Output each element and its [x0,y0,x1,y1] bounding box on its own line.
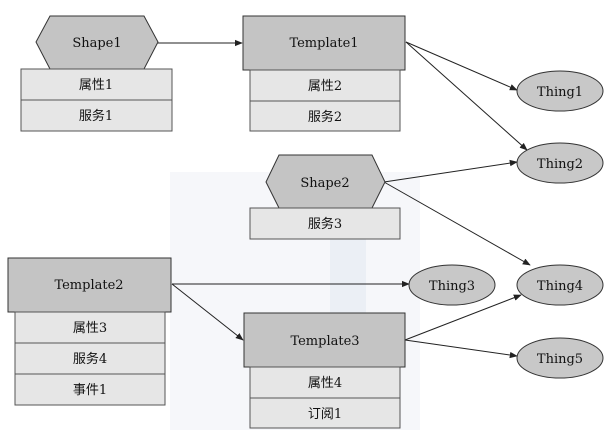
template1-row-1 [249,100,401,132]
thing5-ellipse [516,337,604,379]
thing3-ellipse [408,264,496,306]
template1-node[interactable]: Template1 属性2 服务2 [242,15,406,132]
template2-row-2 [14,373,166,406]
template3-row-0 [249,366,401,399]
template3-row-0-label: 属性4 [308,376,342,391]
shape2-label: Shape2 [300,176,349,191]
thing1-ellipse [516,70,604,112]
template2-row-0-label: 属性3 [73,321,107,336]
shape1-label: Shape1 [72,36,121,51]
thing5-label: Thing5 [537,352,583,367]
thing3-label: Thing3 [429,279,475,294]
thing2-ellipse [516,142,604,184]
template2-row-0 [14,311,166,344]
template1-row-1-label: 服务2 [308,109,342,125]
thing5-node[interactable]: Thing5 [516,337,604,379]
shape2-row-0 [249,207,401,240]
template1-row-0-label: 属性2 [308,79,342,94]
edge-template3-thing4 [404,294,522,341]
template2-row-2-label: 事件1 [73,383,107,398]
shape1-row-1 [20,99,173,132]
thing2-label: Thing2 [537,157,583,172]
edge-template3-thing5 [404,339,518,359]
template3-node[interactable]: Template3 属性4 订阅1 [243,312,406,429]
edge-template2-template3 [171,283,244,341]
template2-node[interactable]: Template2 属性3 服务4 事件1 [7,257,172,406]
shape2-node[interactable]: Shape2 服务3 [249,154,401,240]
template2-label: Template2 [54,278,123,293]
thing4-label: Thing4 [537,279,583,294]
thing1-label: Thing1 [537,85,583,100]
edge-template1-thing1 [405,41,518,91]
edges [157,39,531,359]
thing4-node[interactable]: Thing4 [516,264,604,306]
thing3-node[interactable]: Thing3 [408,264,496,306]
template1-row-0 [249,69,401,102]
template3-row-1-label: 订阅1 [308,407,342,422]
template3-row-1 [249,397,401,429]
template1-label: Template1 [289,36,358,51]
template3-label: Template3 [290,334,359,349]
thing4-ellipse [516,264,604,306]
template3-header [243,312,406,368]
shape1-row-0-label: 属性1 [79,78,113,93]
shape1-row-1-label: 服务1 [79,108,113,124]
shape2-row-0-label: 服务3 [308,216,342,232]
template2-row-1-label: 服务4 [73,351,107,367]
template2-row-1 [14,342,166,375]
thing1-node[interactable]: Thing1 [516,70,604,112]
edge-shape2-thing2 [383,159,518,183]
thing2-node[interactable]: Thing2 [516,142,604,184]
edge-shape2-thing4 [383,181,531,266]
edge-template1-thing2 [405,41,528,151]
shape1-node[interactable]: Shape1 属性1 服务1 [20,15,173,132]
